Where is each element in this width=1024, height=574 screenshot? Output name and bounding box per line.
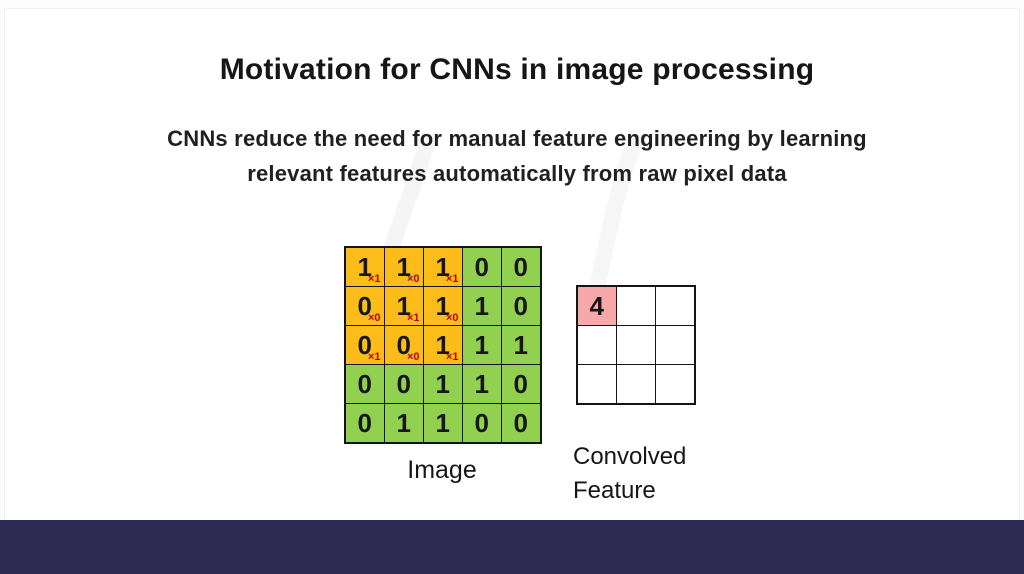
image-grid-cell: 0×0 [385, 326, 423, 364]
image-grid-cell: 0 [385, 365, 423, 403]
convolved-label-line-1: Convolved [573, 443, 687, 470]
image-grid-cell: 1×1 [385, 287, 423, 325]
convolved-grid-cell [578, 326, 616, 364]
cell-value: 0 [513, 368, 528, 399]
image-grid-cell: 1 [385, 404, 423, 442]
slide-title: Motivation for CNNs in image processing [219, 53, 815, 86]
image-grid-cell: 0 [502, 287, 540, 325]
convolved-label-line-2: Feature [573, 477, 656, 504]
cell-value: 1 [435, 407, 450, 438]
cell-value: 1 [474, 290, 489, 321]
cell-value: 0 [474, 407, 489, 438]
image-grid-cell: 0×0 [346, 287, 384, 325]
cell-value: 1 [435, 290, 450, 321]
cell-value: 1 [357, 251, 372, 282]
cell-value: 0 [474, 251, 489, 282]
cell-value: 1 [435, 368, 450, 399]
kernel-multiplier: ×1 [406, 311, 420, 324]
cell-value: 1 [435, 329, 450, 360]
image-grid-cell: 0×1 [346, 326, 384, 364]
image-grid-cell: 1 [424, 404, 462, 442]
image-grid-cell: 1 [424, 365, 462, 403]
convolved-feature-label: Convolved Feature [573, 440, 773, 508]
cell-value: 0 [396, 329, 411, 360]
cell-value: 1 [474, 329, 489, 360]
cell-value: 1 [513, 329, 528, 360]
convolved-grid-cell [617, 365, 655, 403]
image-grid-cell: 1×1 [424, 248, 462, 286]
image-grid-cell: 0 [463, 404, 501, 442]
image-grid-cell: 1 [463, 365, 501, 403]
cell-value: 4 [589, 290, 604, 321]
cell-value: 0 [513, 251, 528, 282]
kernel-multiplier: ×1 [367, 350, 381, 363]
subtitle-line-1: CNNs reduce the need for manual feature … [167, 126, 867, 151]
cell-value: 0 [357, 290, 372, 321]
image-grid-cell: 0 [346, 365, 384, 403]
footer-bar [0, 520, 1024, 574]
kernel-multiplier: ×0 [406, 272, 420, 285]
image-grid-label: Image [407, 456, 477, 484]
kernel-multiplier: ×1 [445, 350, 459, 363]
slide-canvas: Motivation for CNNs in image processing … [4, 8, 1020, 520]
convolved-grid-cell [578, 365, 616, 403]
kernel-multiplier: ×0 [406, 350, 420, 363]
convolved-grid-cell [656, 365, 694, 403]
convolved-grid-cell [656, 287, 694, 325]
cell-value: 0 [357, 329, 372, 360]
image-grid-cell: 0 [502, 248, 540, 286]
cell-value: 1 [396, 407, 411, 438]
cell-value: 1 [474, 368, 489, 399]
kernel-multiplier: ×0 [367, 311, 381, 324]
image-grid-cell: 1×0 [424, 287, 462, 325]
image-grid-cell: 1×1 [424, 326, 462, 364]
cell-value: 0 [357, 368, 372, 399]
convolved-grid-cell [617, 326, 655, 364]
subtitle-line-2: relevant features automatically from raw… [247, 161, 787, 186]
cell-value: 0 [513, 407, 528, 438]
image-grid-cell: 1×1 [346, 248, 384, 286]
image-grid-cell: 1 [463, 326, 501, 364]
convolved-grid-cell: 4 [578, 287, 616, 325]
slide-subtitle: CNNs reduce the need for manual feature … [5, 121, 1024, 191]
image-grid-cell: 0 [346, 404, 384, 442]
image-grid-cell: 1×0 [385, 248, 423, 286]
image-grid-cell: 0 [502, 404, 540, 442]
cell-value: 1 [435, 251, 450, 282]
cell-value: 0 [357, 407, 372, 438]
kernel-multiplier: ×1 [367, 272, 381, 285]
image-grid-cell: 1 [502, 326, 540, 364]
image-grid-cell: 1 [463, 287, 501, 325]
convolved-grid-cell [656, 326, 694, 364]
kernel-multiplier: ×1 [445, 272, 459, 285]
cell-value: 1 [396, 290, 411, 321]
cell-value: 0 [513, 290, 528, 321]
cell-value: 0 [396, 368, 411, 399]
image-grid-cell: 0 [502, 365, 540, 403]
kernel-multiplier: ×0 [445, 311, 459, 324]
cell-value: 1 [396, 251, 411, 282]
image-grid-cell: 0 [463, 248, 501, 286]
convolved-grid-cell [617, 287, 655, 325]
convolved-feature-grid: 4 [576, 285, 696, 405]
